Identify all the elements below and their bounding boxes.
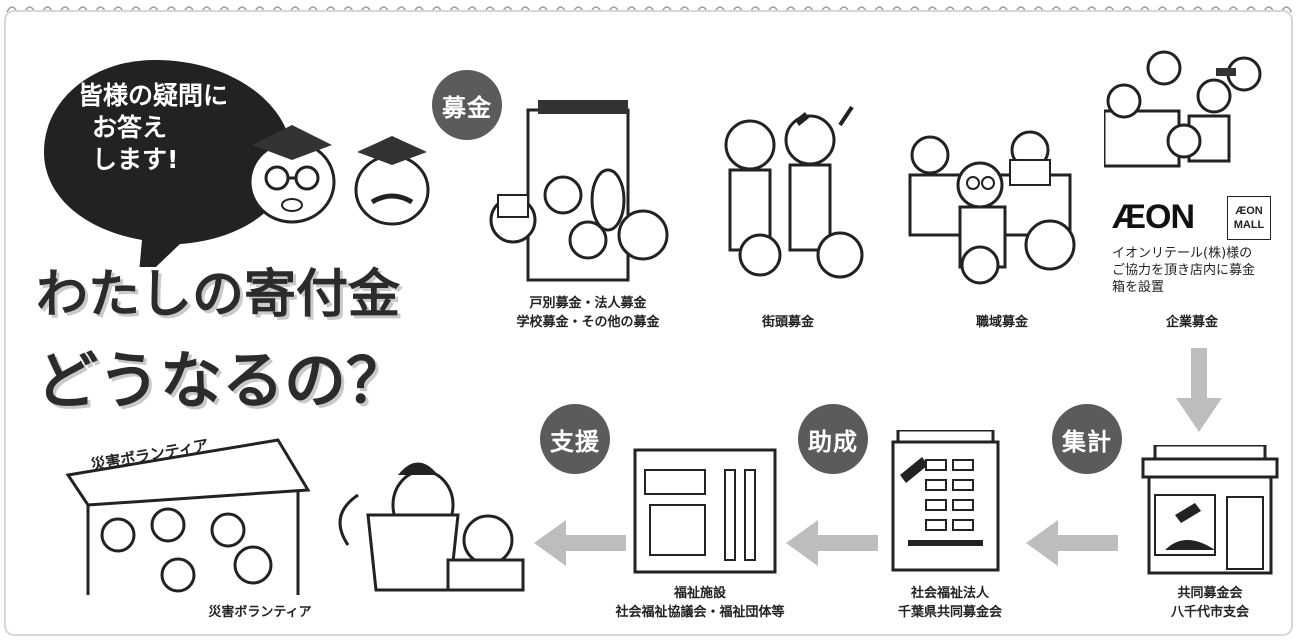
badge-josei: 助成 [798,404,868,474]
title-line-1: わたしの寄付金 [36,265,401,325]
aeon-logo: ÆON [1112,198,1195,236]
aeon-note-line-1: イオンリテール(株)様の [1112,246,1253,261]
workplace-fundraising-illustration [908,130,1076,285]
speech-bubble [44,60,292,267]
badge-bokin: 募金 [432,70,502,140]
street-fundraising-illustration [724,105,864,279]
aeon-mall-logo-line-1: ÆON [1235,205,1263,217]
caption-kyodo-line-1: 共同募金会 [1177,586,1243,601]
caption-kigyo: 企業募金 [1165,315,1218,330]
caption-shafuku-line-1: 社会福祉法人 [910,586,989,601]
aeon-mall-logo: ÆON MALL [1227,196,1271,240]
arrow-down-icon [1176,348,1222,432]
chiba-kyodo-bokin-building-illustration [891,430,1000,572]
arrow-left-icon [786,520,878,566]
caption-saigai: 災害ボランティア [208,605,312,620]
kyodo-bokin-office-illustration [1141,445,1279,575]
aeon-note-line-3: 箱を設置 [1112,280,1165,295]
caption-fukushi-line-1: 福祉施設 [673,586,726,601]
company-fundraising-illustration [1104,50,1262,168]
bubble-line-2: お答え [92,113,168,142]
caption-kyodo: 共同募金会 八千代市支会 [1150,584,1270,622]
badge-shien: 支援 [540,404,610,474]
caption-fukushi: 福祉施設 社会福祉協議会・福祉団体等 [600,584,800,622]
caption-shafuku-line-2: 千葉県共同募金会 [897,605,1002,620]
caption-fukushi-line-2: 社会福祉協議会・福祉団体等 [615,605,785,620]
caption-shafuku: 社会福祉法人 千葉県共同募金会 [880,584,1020,622]
mascot-scholars-illustration [248,125,430,226]
caption-kobetsu-line-1: 戸別募金・法人募金 [529,296,647,311]
bubble-line-1: 皆様の疑問に [78,81,229,110]
disaster-volunteer-illustration [65,438,525,595]
badge-shukei: 集計 [1052,404,1122,474]
arrow-left-icon [1026,520,1118,566]
title-line-2: どうなるの？ [36,344,409,417]
caption-gaito: 街頭募金 [761,315,814,330]
caption-kyodo-line-2: 八千代市支会 [1170,605,1249,620]
caption-shokuiki: 職域募金 [975,315,1028,330]
aeon-note: イオンリテール(株)様の ご協力を頂き店内に募金 箱を設置 [1112,245,1255,296]
door-to-door-fundraising-illustration [489,100,669,282]
bubble-line-3: します! [92,145,179,174]
aeon-mall-logo-line-2: MALL [1233,219,1265,231]
caption-kobetsu-line-2: 学校募金・その他の募金 [516,315,660,330]
caption-kobetsu: 戸別募金・法人募金 学校募金・その他の募金 [488,294,688,332]
arrow-left-icon [534,520,626,566]
aeon-note-line-2: ご協力を頂き店内に募金 [1112,263,1256,278]
welfare-facility-building-illustration [633,448,777,574]
